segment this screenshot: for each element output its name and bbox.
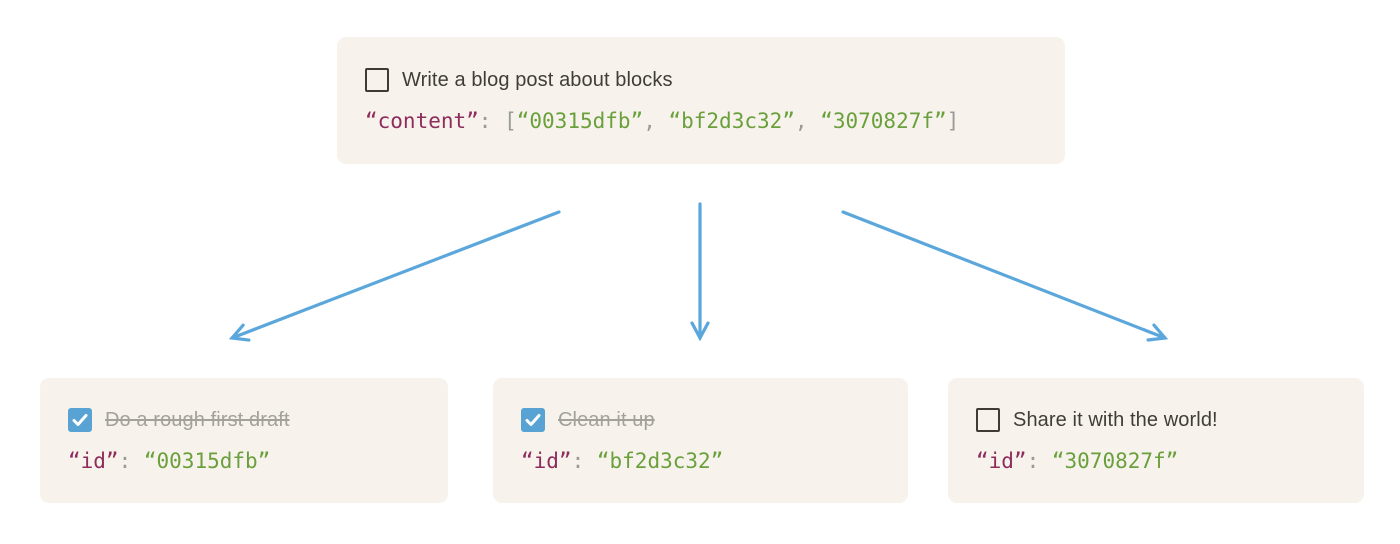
todo-checkbox-unchecked[interactable]	[365, 68, 389, 92]
code-comma: ,	[794, 109, 821, 133]
code-key: “id”	[521, 449, 572, 473]
todo-checkbox-checked[interactable]	[521, 408, 545, 432]
code-value: “3070827f”	[820, 109, 947, 133]
code-bracket-close: ]	[946, 109, 960, 133]
todo-row: Write a blog post about blocks	[365, 67, 1037, 93]
code-value: “3070827f”	[1051, 449, 1179, 473]
code-bracket-open: [	[504, 109, 517, 133]
todo-row: Do a rough first draft	[68, 407, 420, 433]
arrow-to-child-1-icon	[228, 210, 561, 342]
code-key: “id”	[68, 449, 119, 473]
child-task-card-1: Do a rough first draft “id”: “00315dfb”	[40, 378, 448, 503]
code-line-content: “content”: [“00315dfb”, “bf2d3c32”, “307…	[365, 108, 1037, 134]
code-punctuation: :	[118, 449, 144, 473]
todo-title: Clean it up	[558, 409, 655, 431]
todo-title: Share it with the world!	[1013, 409, 1218, 431]
parent-task-card: Write a blog post about blocks “content”…	[337, 37, 1065, 164]
code-key: “content”	[365, 109, 479, 133]
checkmark-icon	[72, 414, 88, 426]
todo-row: Share it with the world!	[976, 407, 1336, 433]
code-value: “00315dfb”	[143, 449, 271, 473]
code-line-id: “id”: “00315dfb”	[68, 448, 420, 474]
checkmark-icon	[525, 414, 541, 426]
code-line-id: “id”: “3070827f”	[976, 448, 1336, 474]
code-punctuation: :	[478, 109, 505, 133]
code-line-id: “id”: “bf2d3c32”	[521, 448, 880, 474]
code-value: “00315dfb”	[516, 109, 644, 133]
child-task-card-2: Clean it up “id”: “bf2d3c32”	[493, 378, 908, 503]
code-punctuation: :	[571, 449, 597, 473]
todo-title: Do a rough first draft	[105, 409, 290, 431]
todo-checkbox-unchecked[interactable]	[976, 408, 1000, 432]
code-key: “id”	[976, 449, 1027, 473]
child-task-card-3: Share it with the world! “id”: “3070827f…	[948, 378, 1364, 503]
code-value: “bf2d3c32”	[596, 449, 724, 473]
code-punctuation: :	[1026, 449, 1052, 473]
code-comma: ,	[643, 109, 669, 133]
arrow-to-child-3-icon	[841, 210, 1169, 342]
todo-row: Clean it up	[521, 407, 880, 433]
todo-checkbox-checked[interactable]	[68, 408, 92, 432]
code-value: “bf2d3c32”	[668, 109, 795, 133]
todo-title: Write a blog post about blocks	[402, 69, 673, 91]
